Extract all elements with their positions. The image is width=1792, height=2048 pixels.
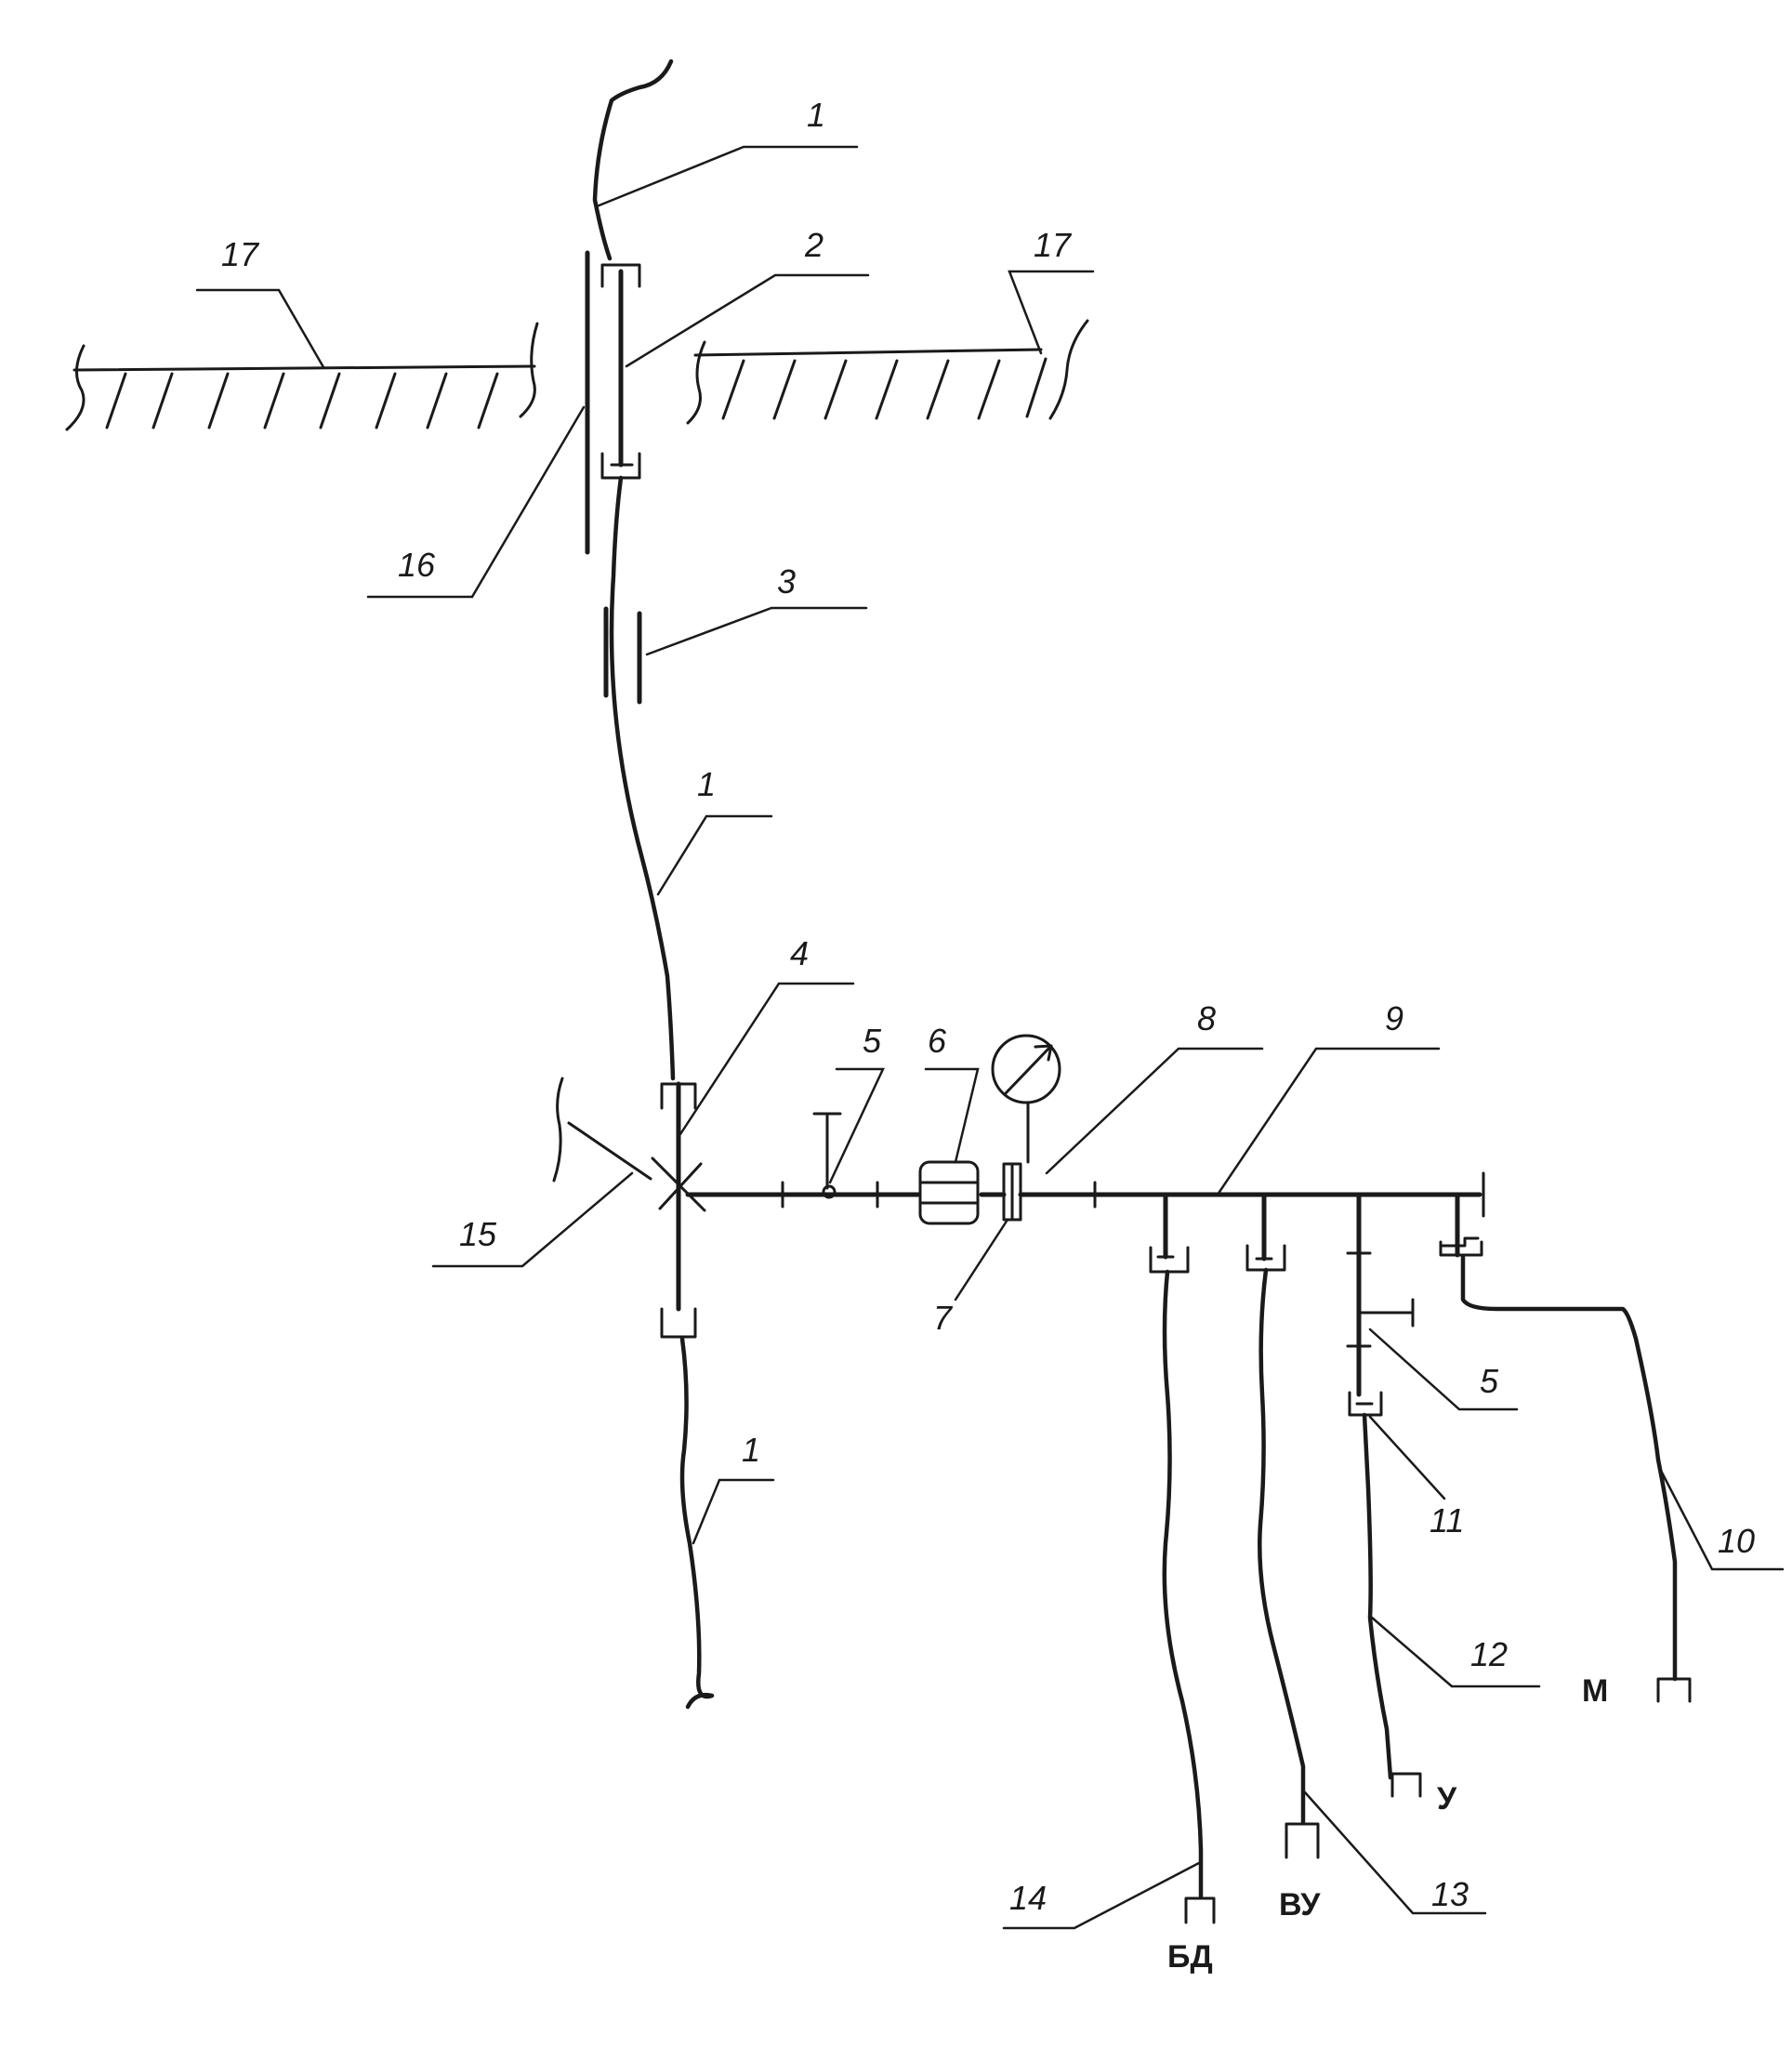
outlet-vu-label: ВУ — [1279, 1887, 1321, 1922]
ground-left — [65, 322, 539, 431]
sleeve-through-wall — [585, 250, 641, 555]
label-7: 7 — [933, 1299, 954, 1337]
label-16: 16 — [398, 546, 436, 584]
ground-right — [686, 319, 1089, 425]
label-2: 2 — [804, 226, 824, 264]
label-6: 6 — [928, 1022, 947, 1060]
supply-hose-middle — [609, 475, 676, 1081]
label-5-top: 5 — [863, 1022, 882, 1060]
coupling-bottom — [660, 1202, 697, 1339]
regulator-7 — [1002, 1162, 1022, 1222]
label-1-top: 1 — [807, 96, 825, 134]
hose-bridge — [603, 606, 642, 705]
outlet-u-label: У — [1437, 1781, 1457, 1817]
label-4: 4 — [790, 934, 809, 972]
label-14: 14 — [1009, 1879, 1047, 1917]
supply-hose-top — [592, 59, 674, 261]
pressure-gauge — [991, 1034, 1061, 1164]
label-17-left: 17 — [221, 235, 260, 273]
label-9: 9 — [1385, 999, 1403, 1037]
label-11: 11 — [1430, 1501, 1464, 1539]
label-13: 13 — [1431, 1875, 1469, 1913]
filter-6 — [918, 1160, 980, 1225]
label-15: 15 — [459, 1215, 497, 1253]
branch-m — [1439, 1192, 1692, 1703]
outlet-m-label: М — [1582, 1673, 1608, 1709]
branch-vu — [1245, 1192, 1320, 1859]
label-1-bottom: 1 — [742, 1431, 760, 1469]
leader-lines — [195, 145, 1785, 1930]
label-8: 8 — [1197, 999, 1216, 1037]
outlet-bd-label: БД — [1167, 1939, 1213, 1975]
label-5-lower: 5 — [1480, 1362, 1499, 1400]
branch-u — [1346, 1192, 1422, 1798]
supply-hose-bottom — [679, 1336, 715, 1710]
branch-bd — [1149, 1192, 1216, 1924]
label-1-middle: 1 — [697, 765, 716, 803]
label-10: 10 — [1718, 1522, 1755, 1560]
label-17-right: 17 — [1034, 226, 1073, 264]
label-12: 12 — [1470, 1635, 1508, 1673]
label-3: 3 — [777, 562, 796, 601]
main-pipe — [685, 1171, 1485, 1218]
branching-cross — [552, 1077, 706, 1212]
valve-stub-5 — [812, 1112, 842, 1199]
